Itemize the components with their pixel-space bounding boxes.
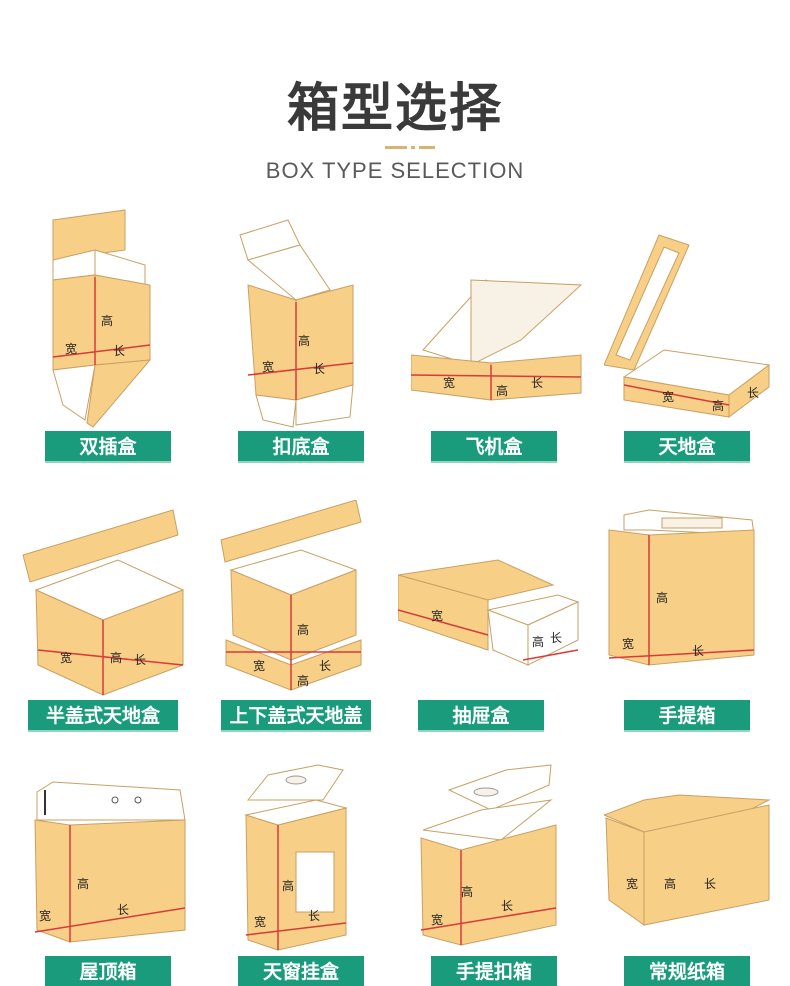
dim-width: 宽 bbox=[443, 375, 455, 390]
box-card-lid-base[interactable]: 宽 高 长 天地盒 bbox=[604, 205, 790, 463]
dim-length: 长 bbox=[117, 903, 129, 917]
dim-length: 长 bbox=[501, 899, 513, 913]
regular-carton-illustration: 宽 高 长 bbox=[604, 794, 771, 926]
dim-length: 长 bbox=[531, 376, 543, 390]
box-card-mailer[interactable]: 宽 高 长 飞机盒 bbox=[411, 205, 604, 463]
window-hanger-box-illustration: 高 宽 长 bbox=[244, 764, 348, 951]
dim-length: 长 bbox=[134, 653, 146, 667]
box-label: 半盖式天地盒 bbox=[28, 700, 178, 732]
box-label: 手提扣箱 bbox=[431, 956, 557, 986]
box-label: 常规纸箱 bbox=[624, 956, 750, 986]
dim-height: 高 bbox=[664, 876, 676, 891]
dim-width: 宽 bbox=[254, 914, 266, 929]
page-title: 箱型选择 bbox=[286, 79, 503, 139]
box-card-regular-carton[interactable]: 宽 高 长 常规纸箱 bbox=[604, 760, 790, 986]
dim-length: 长 bbox=[319, 659, 331, 673]
dim-height: 高 bbox=[496, 383, 508, 398]
dim-length: 长 bbox=[550, 631, 562, 645]
drawer-box-illustration: 宽 高 长 bbox=[398, 559, 580, 666]
dim-height: 高 bbox=[297, 673, 309, 688]
dim-height: 高 bbox=[656, 590, 668, 605]
dim-width: 宽 bbox=[60, 650, 72, 665]
box-label: 抽屉盒 bbox=[418, 700, 544, 732]
dim-height: 高 bbox=[282, 878, 294, 893]
dim-width: 宽 bbox=[65, 341, 77, 356]
gable-box-illustration: 高 宽 长 bbox=[34, 781, 186, 943]
handle-lock-box-illustration: 高 宽 长 bbox=[420, 764, 557, 946]
dim-height: 高 bbox=[461, 884, 473, 899]
box-card-half-lid[interactable]: 宽 高 长 半盖式天地盒 bbox=[18, 500, 211, 755]
dim-width: 宽 bbox=[262, 359, 274, 374]
dim-height: 高 bbox=[77, 876, 89, 891]
dim-width: 宽 bbox=[662, 389, 674, 404]
box-label: 天地盒 bbox=[624, 431, 750, 463]
snap-bottom-box-illustration: 高 宽 长 bbox=[239, 219, 354, 428]
dim-width: 宽 bbox=[431, 608, 443, 623]
box-card-snap-bottom[interactable]: 高 宽 长 扣底盒 bbox=[218, 205, 411, 463]
half-lid-box-illustration: 宽 高 长 bbox=[22, 509, 185, 696]
dim-width: 宽 bbox=[431, 912, 443, 927]
dim-length: 长 bbox=[692, 644, 704, 658]
box-label: 双插盒 bbox=[45, 431, 171, 463]
dim-height: 高 bbox=[532, 634, 544, 649]
mailer-box-illustration: 宽 高 长 bbox=[411, 279, 583, 401]
dim-length: 长 bbox=[113, 344, 125, 358]
dim-length: 长 bbox=[313, 362, 325, 376]
box-label: 天窗挂盒 bbox=[238, 956, 364, 986]
header: 箱型选择 BOX TYPE SELECTION bbox=[0, 0, 790, 200]
box-card-window-hanger[interactable]: 高 宽 长 天窗挂盒 bbox=[218, 760, 411, 986]
dim-length: 长 bbox=[747, 386, 759, 400]
box-label: 上下盖式天地盖 bbox=[221, 700, 371, 732]
box-card-drawer[interactable]: 宽 高 长 抽屉盒 bbox=[398, 500, 591, 755]
title-divider bbox=[385, 146, 435, 149]
top-bottom-lid-box-illustration: 高 宽 长 高 bbox=[220, 500, 362, 691]
lid-base-box-illustration: 宽 高 长 bbox=[604, 234, 771, 418]
dim-length: 长 bbox=[308, 909, 320, 923]
box-card-gable[interactable]: 高 宽 长 屋顶箱 bbox=[25, 760, 218, 986]
dim-height: 高 bbox=[101, 313, 113, 328]
box-label: 手提箱 bbox=[624, 700, 750, 732]
box-label: 飞机盒 bbox=[431, 431, 557, 463]
box-label: 屋顶箱 bbox=[45, 956, 171, 986]
dim-height: 高 bbox=[110, 650, 122, 665]
dim-height: 高 bbox=[298, 333, 310, 348]
box-card-handle-lock[interactable]: 高 宽 长 手提扣箱 bbox=[411, 760, 604, 986]
dim-width: 宽 bbox=[622, 636, 634, 651]
dim-width: 宽 bbox=[253, 658, 265, 673]
dim-length: 长 bbox=[704, 877, 716, 891]
box-card-handle-box[interactable]: 高 宽 长 手提箱 bbox=[604, 500, 790, 755]
box-card-top-bottom-lid[interactable]: 高 宽 长 高 上下盖式天地盖 bbox=[211, 500, 404, 755]
box-label: 扣底盒 bbox=[238, 431, 364, 463]
dim-height: 高 bbox=[712, 398, 724, 413]
handle-box-illustration: 高 宽 长 bbox=[608, 509, 755, 666]
box-card-double-tuck[interactable]: 高 宽 长 双插盒 bbox=[25, 205, 218, 463]
page-subtitle: BOX TYPE SELECTION bbox=[265, 158, 525, 183]
dim-height: 高 bbox=[297, 622, 309, 637]
dim-width: 宽 bbox=[39, 908, 51, 923]
dim-width: 宽 bbox=[626, 876, 638, 891]
double-tuck-box-illustration: 高 宽 长 bbox=[52, 209, 152, 428]
